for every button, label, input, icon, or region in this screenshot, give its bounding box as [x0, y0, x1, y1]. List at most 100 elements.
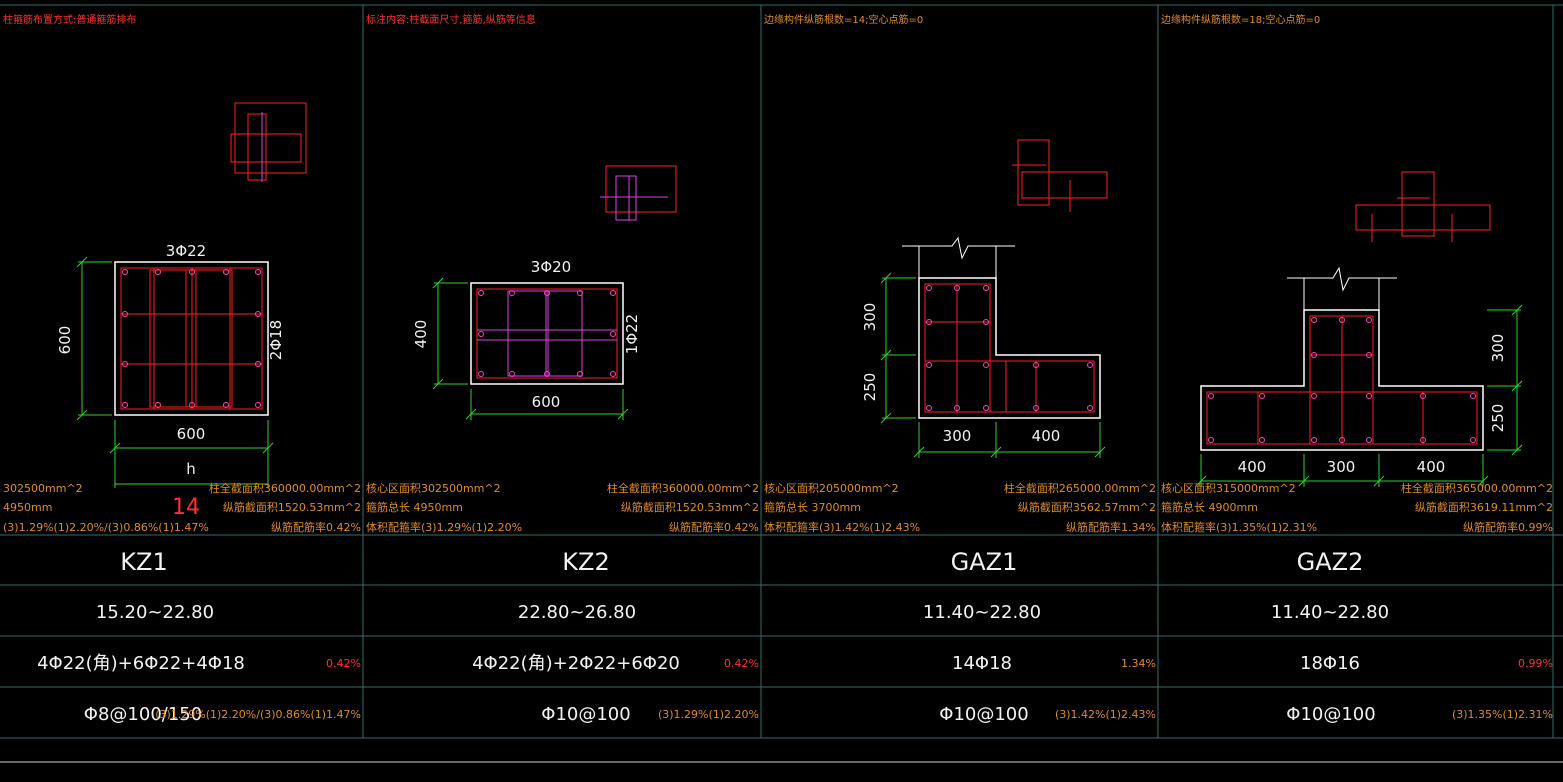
gaz1-right-info-1: 柱全截面积265000.00mm^2 [1004, 481, 1156, 495]
gaz1-dimension-lines [880, 272, 1106, 458]
gaz2-dim-right: 400 [1417, 458, 1446, 476]
gaz1-stirrups [924, 283, 1095, 413]
kz2-longitudinal-bars [478, 290, 616, 377]
header-note-kz2: 标注内容:柱截面尺寸,箍筋,纵筋等信息 [366, 13, 536, 26]
table-cell-long-kz1: 4Φ22(角)+6Φ22+4Φ18 [37, 653, 245, 674]
gaz2-left-info-1: 核心区面积315000mm^2 [1161, 481, 1296, 495]
kz2-left-info-2: 箍筋总长 4950mm [366, 500, 463, 514]
header-note-gaz1: 边缘构件纵筋根数=14;空心点筋=0 [764, 13, 923, 26]
gaz2-outline [1200, 309, 1484, 451]
table-cell-stirrup-gaz1: Φ10@100 [939, 704, 1028, 725]
kz2-section-drawing[interactable]: 400 600 3Φ20 1Φ22 [412, 165, 677, 420]
gaz2-right-info-3: 纵筋配筋率0.99% [1463, 520, 1553, 534]
kz2-outline [470, 282, 624, 385]
kz2-dim-height: 400 [412, 320, 430, 349]
section-info-texts: 302500mm^2 4950mm (3)1.29%(1)2.20%/(3)0.… [3, 481, 1553, 534]
gaz2-longitudinal-bars [1208, 317, 1476, 443]
table-grid [0, 4, 1563, 763]
kz2-stirrup-detail-icon [600, 165, 677, 221]
gaz2-break-line [1287, 266, 1397, 310]
kz1-left-info-1: 302500mm^2 [3, 482, 83, 495]
kz2-ties [477, 290, 617, 377]
gaz2-dimension-lines [1195, 304, 1523, 487]
table-cell-name-gaz2: GAZ2 [1297, 548, 1364, 576]
gaz2-dim-left: 400 [1238, 458, 1267, 476]
kz1-red-marker: 14 [172, 495, 200, 520]
gaz2-dim-web-height: 250 [1489, 404, 1507, 433]
kz1-top-rebar-label: 3Φ22 [166, 242, 206, 260]
gaz1-dim-flange-height: 300 [861, 303, 879, 332]
table-cell-elev-kz2: 22.80~26.80 [518, 602, 636, 623]
gaz1-longitudinal-bars [926, 285, 1093, 411]
gaz1-right-info-2: 纵筋截面积3562.57mm^2 [1018, 500, 1156, 514]
kz1-stirrup-detail-icon [230, 102, 307, 182]
table-cell-name-kz1: KZ1 [120, 548, 167, 576]
kz1-dim-height: 600 [56, 326, 74, 355]
gaz1-dim-left: 300 [943, 427, 972, 445]
gaz1-break-line [902, 236, 1015, 278]
kz1-right-info-2: 纵筋截面积1520.53mm^2 [223, 500, 361, 514]
gaz2-stirrups [1206, 315, 1478, 445]
table-cell-elev-kz1: 15.20~22.80 [96, 602, 214, 623]
kz1-h-label: h [186, 460, 196, 478]
gaz2-section-drawing[interactable]: 300 250 400 300 400 [1195, 171, 1523, 487]
kz2-right-info-1: 柱全截面积360000.00mm^2 [607, 481, 759, 495]
kz1-side-rebar-label: 2Φ18 [267, 320, 285, 360]
kz2-dim-width: 600 [532, 393, 561, 411]
gaz2-stirrup-detail-icon [1355, 171, 1491, 242]
table-row-stirrups: Φ8@100/150 (3)1.29%(1)2.20%/(3)0.86%(1)1… [84, 704, 1553, 725]
table-cell-name-kz2: KZ2 [562, 548, 609, 576]
gaz1-right-info-3: 纵筋配筋率1.34% [1066, 520, 1156, 534]
gaz1-dim-right: 400 [1032, 427, 1061, 445]
gaz1-left-info-2: 箍筋总长 3700mm [764, 500, 861, 514]
table-row-longitudinal: 4Φ22(角)+6Φ22+4Φ18 0.42% 4Φ22(角)+2Φ22+6Φ2… [37, 653, 1553, 674]
table-cell-stirrup-kz1: Φ8@100/150 [84, 704, 202, 725]
gaz1-left-info-3: 体积配箍率(3)1.42%(1)2.43% [764, 520, 920, 534]
table-cell-elev-gaz2: 11.40~22.80 [1271, 602, 1389, 623]
kz2-left-info-3: 体积配箍率(3)1.29%(1)2.20% [366, 520, 522, 534]
kz2-right-info-3: 纵筋配筋率0.42% [669, 520, 759, 534]
table-cell-long-ratio-kz1: 0.42% [326, 657, 361, 670]
kz1-section-drawing[interactable]: 600 600 h 3Φ22 2Φ18 14 [56, 102, 307, 520]
kz1-dimension-lines [76, 256, 274, 488]
table-cell-stirrup-ratio-gaz2: (3)1.35%(1)2.31% [1452, 708, 1553, 721]
gaz2-right-info-1: 柱全截面积365000.00mm^2 [1401, 481, 1553, 495]
kz1-right-info-1: 柱全截面积360000.00mm^2 [209, 481, 361, 495]
gaz2-left-info-2: 箍筋总长 4900mm [1161, 500, 1258, 514]
gaz2-right-info-2: 纵筋截面积3619.11mm^2 [1415, 500, 1553, 514]
table-cell-long-gaz1: 14Φ18 [952, 653, 1012, 674]
kz2-dimension-lines [432, 277, 629, 420]
gaz1-section-drawing[interactable]: 300 250 300 400 [861, 139, 1108, 458]
table-cell-long-gaz2: 18Φ16 [1300, 653, 1360, 674]
kz1-left-info-3: (3)1.29%(1)2.20%/(3)0.86%(1)1.47% [3, 521, 209, 534]
table-cell-long-ratio-gaz1: 1.34% [1121, 657, 1156, 670]
gaz1-left-info-1: 核心区面积205000mm^2 [764, 481, 899, 495]
kz1-dim-width: 600 [177, 425, 206, 443]
table-cell-stirrup-ratio-gaz1: (3)1.42%(1)2.43% [1055, 708, 1156, 721]
table-cell-stirrup-ratio-kz2: (3)1.29%(1)2.20% [658, 708, 759, 721]
table-cell-name-gaz1: GAZ1 [951, 548, 1018, 576]
kz1-ties [121, 268, 262, 409]
table-row-names: KZ1 KZ2 GAZ1 GAZ2 [120, 548, 1363, 576]
kz2-right-info-2: 纵筋截面积1520.53mm^2 [621, 500, 759, 514]
gaz2-left-info-3: 体积配箍率(3)1.35%(1)2.31% [1161, 520, 1317, 534]
kz2-stirrup [476, 288, 618, 379]
gaz1-stirrup-detail-icon [1012, 139, 1108, 212]
table-cell-long-kz2: 4Φ22(角)+2Φ22+6Φ20 [472, 653, 680, 674]
kz2-top-rebar-label: 3Φ20 [531, 258, 571, 276]
kz1-outline [114, 261, 269, 416]
gaz1-outline [918, 277, 1101, 419]
table-cell-long-ratio-kz2: 0.42% [724, 657, 759, 670]
header-note-kz1: 柱箍筋布置方式:普通箍筋排布 [3, 13, 136, 26]
table-cell-elev-gaz1: 11.40~22.80 [923, 602, 1041, 623]
kz1-left-info-2: 4950mm [3, 501, 52, 514]
table-cell-stirrup-kz2: Φ10@100 [541, 704, 630, 725]
header-note-gaz2: 边缘构件纵筋根数=18;空心点筋=0 [1161, 13, 1320, 26]
kz1-right-info-3: 纵筋配筋率0.42% [271, 520, 361, 534]
table-cell-stirrup-gaz2: Φ10@100 [1286, 704, 1375, 725]
kz2-side-rebar-label: 1Φ22 [623, 314, 641, 354]
gaz2-dim-center: 300 [1327, 458, 1356, 476]
table-cell-long-ratio-gaz2: 0.99% [1518, 657, 1553, 670]
table-cell-stirrup-ratio-kz1: (3)1.29%(1)2.20%/(3)0.86%(1)1.47% [155, 708, 361, 721]
